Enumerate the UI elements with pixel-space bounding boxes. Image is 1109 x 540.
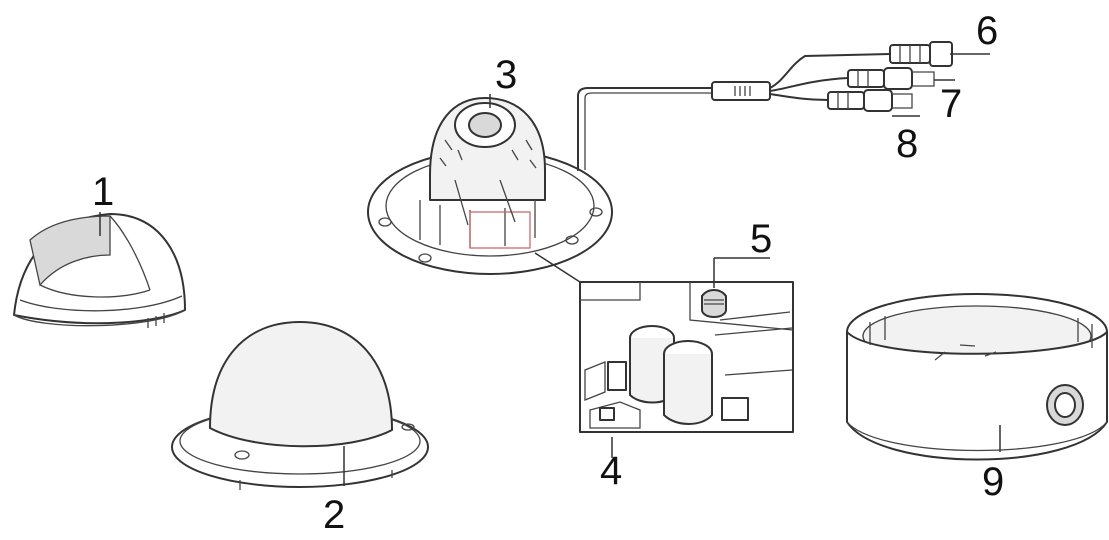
callout-2: 2 <box>323 493 345 537</box>
callout-9: 9 <box>982 460 1004 504</box>
callout-4: 4 <box>600 449 622 493</box>
callout-5: 5 <box>750 217 772 261</box>
part-1-liner <box>13 213 186 328</box>
callout-6: 6 <box>976 9 998 53</box>
callout-3: 3 <box>495 53 517 97</box>
cable-harness <box>577 53 891 171</box>
part-7-connector <box>847 67 935 90</box>
part-8-connector <box>827 89 913 112</box>
part-6-connector <box>889 41 953 67</box>
leader-lines <box>99 53 1001 486</box>
part-9-back-box <box>846 293 1108 461</box>
part-2-dome-bubble <box>171 321 429 490</box>
callout-7: 7 <box>940 82 962 126</box>
callout-labels: 1 2 3 4 5 6 7 8 9 <box>92 9 1004 537</box>
callout-8: 8 <box>896 122 918 166</box>
detail-inset-board <box>534 252 794 433</box>
callout-1: 1 <box>92 170 114 214</box>
part-3-camera-module <box>367 97 613 275</box>
